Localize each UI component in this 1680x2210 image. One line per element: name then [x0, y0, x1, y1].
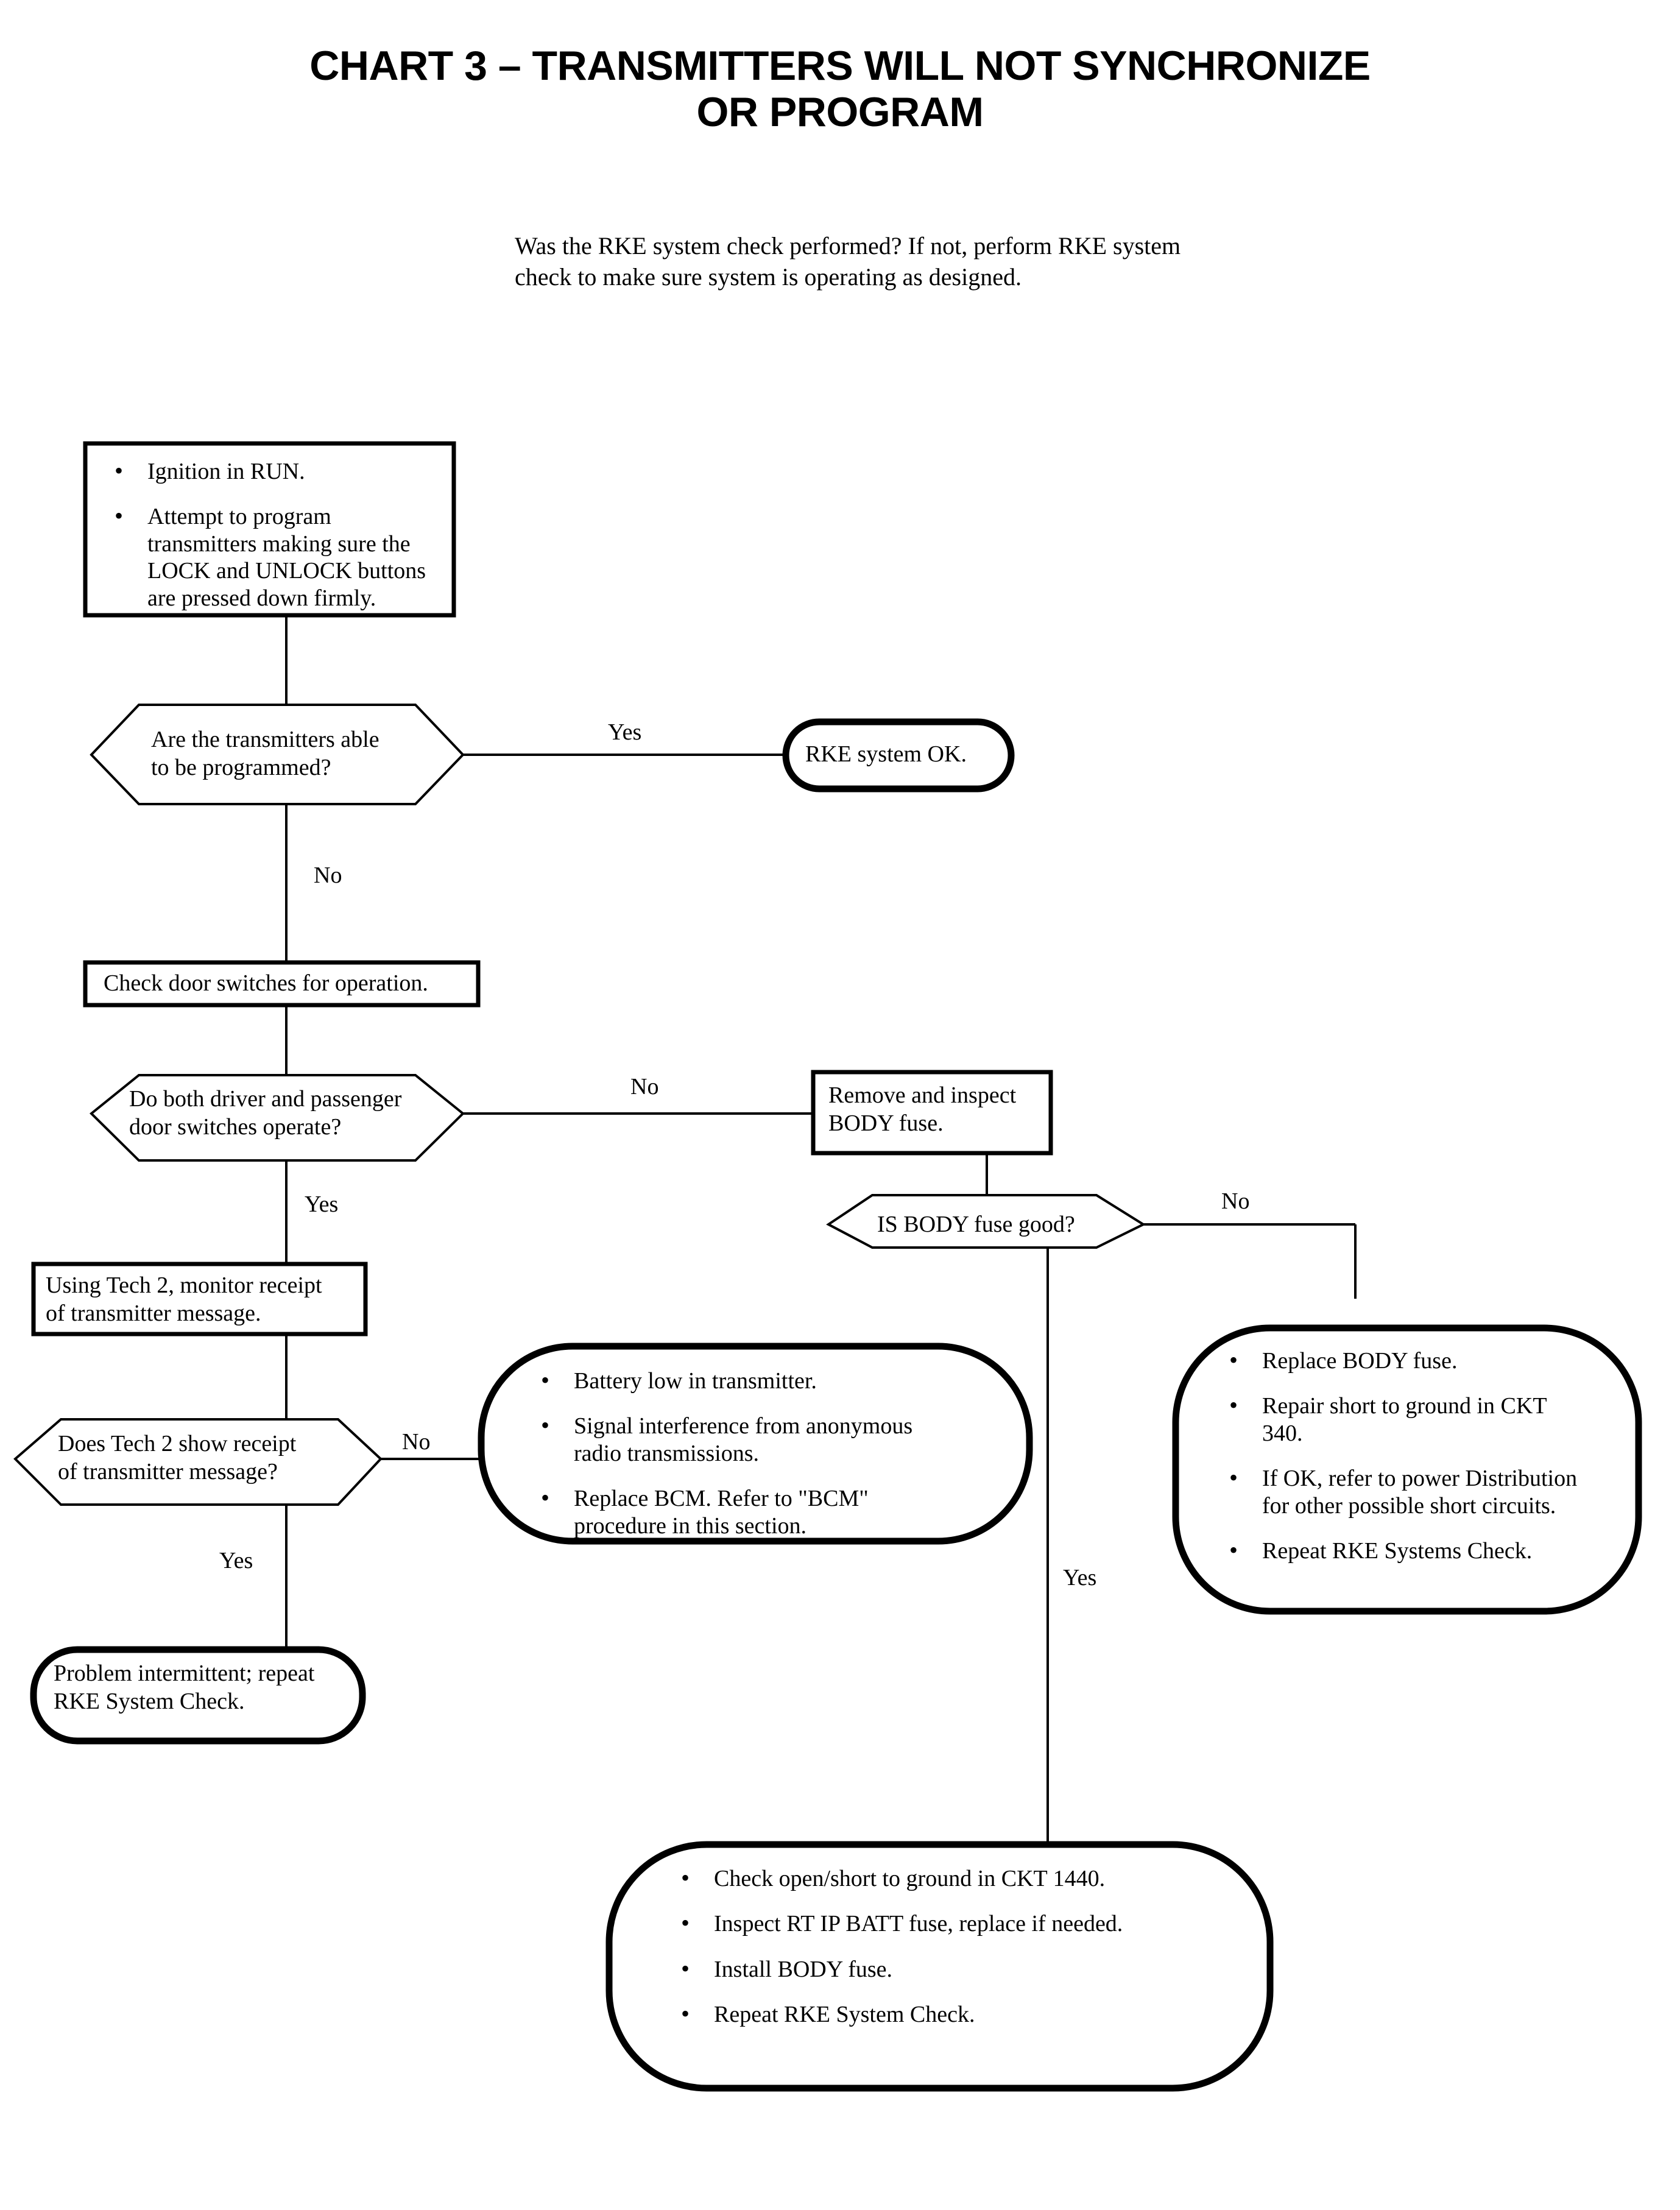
- edge-label-no-4: No: [402, 1429, 431, 1455]
- list-item: Ignition in RUN.: [110, 457, 439, 485]
- node-step2-box: [83, 960, 481, 1008]
- list-item: Signal interference from anonymous radio…: [536, 1411, 962, 1467]
- node-dec2-hex: [90, 1074, 465, 1162]
- node-dec4-text: Does Tech 2 show receipt of transmitter …: [58, 1430, 344, 1486]
- causes-bullet-list: Battery low in transmitter. Signal inter…: [536, 1366, 962, 1539]
- dec4-line2: of transmitter message?: [58, 1458, 278, 1485]
- dec2-line2: door switches operate?: [129, 1114, 342, 1140]
- list-item: Repeat RKE System Check.: [676, 2000, 1212, 2028]
- node-dec3-text: IS BODY fuse good?: [877, 1212, 1075, 1237]
- page-title: CHART 3 – TRANSMITTERS WILL NOT SYNCHRON…: [0, 43, 1680, 135]
- node-causes-text: Battery low in transmitter. Signal inter…: [536, 1366, 962, 1539]
- node-fixfuse-text: Replace BODY fuse. Repair short to groun…: [1224, 1346, 1590, 1566]
- intro-text: Was the RKE system check performed? If n…: [515, 232, 1181, 291]
- step4-line2: of transmitter message.: [46, 1300, 261, 1326]
- dec4-line1: Does Tech 2 show receipt: [58, 1431, 297, 1456]
- edge-label-yes-1: Yes: [608, 719, 642, 745]
- edge-label-no-2: No: [630, 1074, 659, 1100]
- node-intermittent-terminator: [30, 1646, 366, 1745]
- fixfuse-bullet-list: Replace BODY fuse. Repair short to groun…: [1224, 1346, 1590, 1566]
- step1-bullet-list: Ignition in RUN. Attempt to program tran…: [110, 457, 439, 612]
- node-step4-text: Using Tech 2, monitor receipt of transmi…: [46, 1272, 362, 1327]
- page-title-line2: OR PROGRAM: [696, 89, 984, 136]
- node-step3-box: [811, 1070, 1053, 1156]
- node-dec1-hex: [90, 704, 465, 805]
- node-step2-text: Check door switches for operation.: [104, 970, 428, 996]
- edge-label-yes-4: Yes: [219, 1548, 253, 1573]
- list-item: Inspect RT IP BATT fuse, replace if need…: [676, 1909, 1212, 1938]
- node-step4-box: [31, 1262, 368, 1336]
- intermittent-line1: Problem intermittent; repeat: [54, 1661, 315, 1686]
- edge-label-no-3: No: [1221, 1188, 1250, 1214]
- edge-label-yes-3: Yes: [1063, 1565, 1097, 1590]
- list-item: Replace BODY fuse.: [1224, 1346, 1590, 1375]
- list-item: Replace BCM. Refer to "BCM" procedure in…: [536, 1484, 962, 1539]
- list-item: Repair short to ground in CKT 340.: [1224, 1391, 1590, 1447]
- dec1-line2: to be programmed?: [151, 754, 331, 780]
- node-ckt-text: Check open/short to ground in CKT 1440. …: [676, 1864, 1212, 2029]
- node-step1-text: Ignition in RUN. Attempt to program tran…: [110, 457, 439, 612]
- node-dec2-text: Do both driver and passenger door switch…: [129, 1086, 415, 1141]
- ckt-bullet-list: Check open/short to ground in CKT 1440. …: [676, 1864, 1212, 2029]
- list-item: Install BODY fuse.: [676, 1955, 1212, 1983]
- node-intermittent-text: Problem intermittent; repeat RKE System …: [54, 1660, 358, 1715]
- node-ok-text: RKE system OK.: [805, 741, 967, 767]
- node-ok-terminator: [782, 718, 1015, 793]
- node-dec3-hex: [826, 1194, 1146, 1249]
- step4-line1: Using Tech 2, monitor receipt: [46, 1273, 322, 1298]
- step3-line1: Remove and inspect: [828, 1082, 1017, 1108]
- list-item: Attempt to program transmitters making s…: [110, 502, 439, 612]
- edge-label-no-1: No: [314, 863, 342, 888]
- step3-line2: BODY fuse.: [828, 1110, 944, 1136]
- list-item: If OK, refer to power Distribution for o…: [1224, 1464, 1590, 1519]
- page-title-line1: CHART 3 – TRANSMITTERS WILL NOT SYNCHRON…: [309, 43, 1371, 89]
- dec1-line1: Are the transmitters able: [151, 727, 379, 752]
- node-step3-text: Remove and inspect BODY fuse.: [828, 1082, 1048, 1137]
- list-item: Repeat RKE Systems Check.: [1224, 1536, 1590, 1565]
- list-item: Check open/short to ground in CKT 1440.: [676, 1864, 1212, 1893]
- edge-label-yes-2: Yes: [305, 1191, 339, 1217]
- intermittent-line2: RKE System Check.: [54, 1688, 245, 1714]
- node-dec1-text: Are the transmitters able to be programm…: [151, 726, 413, 782]
- dec2-line1: Do both driver and passenger: [129, 1086, 402, 1112]
- node-dec4-hex: [13, 1418, 383, 1506]
- list-item: Battery low in transmitter.: [536, 1366, 962, 1395]
